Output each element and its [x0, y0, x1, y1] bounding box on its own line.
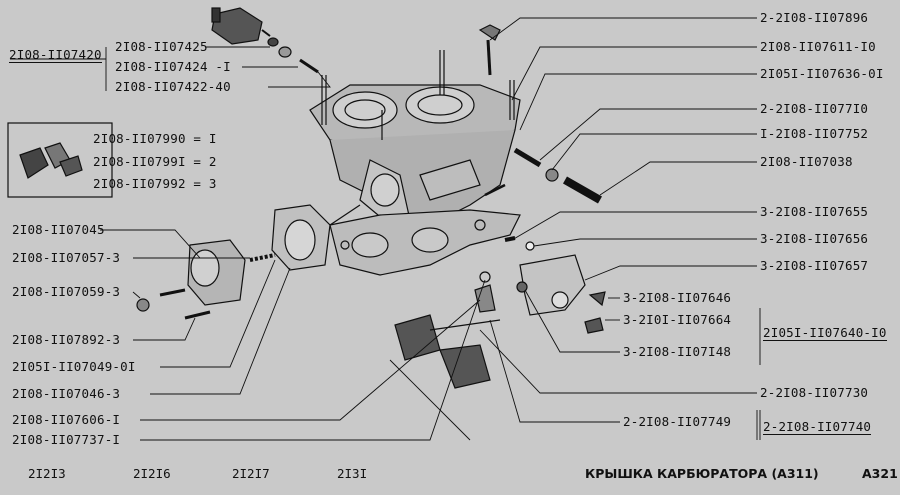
right-side-parts — [478, 24, 606, 334]
solenoid-valve — [211, 7, 319, 74]
part-label-r2: 2I08-II07611-I0 — [760, 39, 876, 54]
part-label-b3: 2I08-II07992 = 3 — [93, 176, 217, 191]
page-title: КРЫШКА КАРБЮРАТОРА (А311) — [585, 466, 819, 481]
part-label-c6: 2I08-II07046-3 — [12, 386, 121, 401]
gasket — [329, 209, 521, 276]
part-label-r7: 3-2I08-II07655 — [760, 204, 869, 219]
part-label-c8: 2I08-II07737-I — [12, 432, 121, 447]
float-assembly — [394, 271, 501, 389]
part-label-b2: 2I08-II0799I = 2 — [93, 154, 217, 169]
part-label-r6: 2I08-II07038 — [760, 154, 853, 169]
part-label-r14: 2-2I08-II07749 — [623, 414, 732, 429]
part-label-c4: 2I08-II07892-3 — [12, 332, 121, 347]
group-label-right: 2I05I-II07640-I0 — [763, 325, 887, 341]
jets-box — [7, 122, 113, 198]
part-label-r5: I-2I08-II07752 — [760, 126, 869, 141]
model-label-2: 2I2I6 — [133, 466, 171, 481]
model-label-3: 2I2I7 — [232, 466, 270, 481]
carburetor-cover — [309, 50, 521, 231]
part-label-r3: 2I05I-II07636-0I — [760, 66, 884, 81]
leader-lines — [10, 17, 761, 441]
part-label-a1: 2I08-II07425 — [115, 39, 208, 54]
model-label-4: 2I3I — [337, 466, 368, 481]
part-label-b1: 2I08-II07990 = I — [93, 131, 217, 146]
part-label-r12: 3-2I08-II07I48 — [623, 344, 732, 359]
part-label-c3: 2I08-II07059-3 — [12, 284, 121, 299]
diaphragm-plate — [271, 204, 361, 271]
group-label-main: 2I08-II07420 — [9, 47, 102, 63]
part-label-a3: 2I08-II07422-40 — [115, 79, 231, 94]
part-label-r9: 3-2I08-II07657 — [760, 258, 869, 273]
page-code: А321 — [862, 466, 898, 481]
model-label-1: 2I2I3 — [28, 466, 66, 481]
part-label-r11: 3-2I0I-II07664 — [623, 312, 732, 327]
diaphragm-housing — [136, 239, 276, 320]
part-label-r8: 3-2I08-II07656 — [760, 231, 869, 246]
part-label-r1: 2-2I08-II07896 — [760, 10, 869, 25]
part-label-r13: 2-2I08-II07730 — [760, 385, 869, 400]
part-label-a2: 2I08-II07424 -I — [115, 59, 231, 74]
part-label-c1: 2I08-II07045 — [12, 222, 105, 237]
group-label-bottom: 2-2I08-II07740 — [763, 419, 872, 435]
part-label-c2: 2I08-II07057-3 — [12, 250, 121, 265]
part-label-c5: 2I05I-II07049-0I — [12, 359, 136, 374]
part-label-r10: 3-2I08-II07646 — [623, 290, 732, 305]
part-label-c7: 2I08-II07606-I — [12, 412, 121, 427]
part-label-r4: 2-2I08-II077I0 — [760, 101, 869, 116]
